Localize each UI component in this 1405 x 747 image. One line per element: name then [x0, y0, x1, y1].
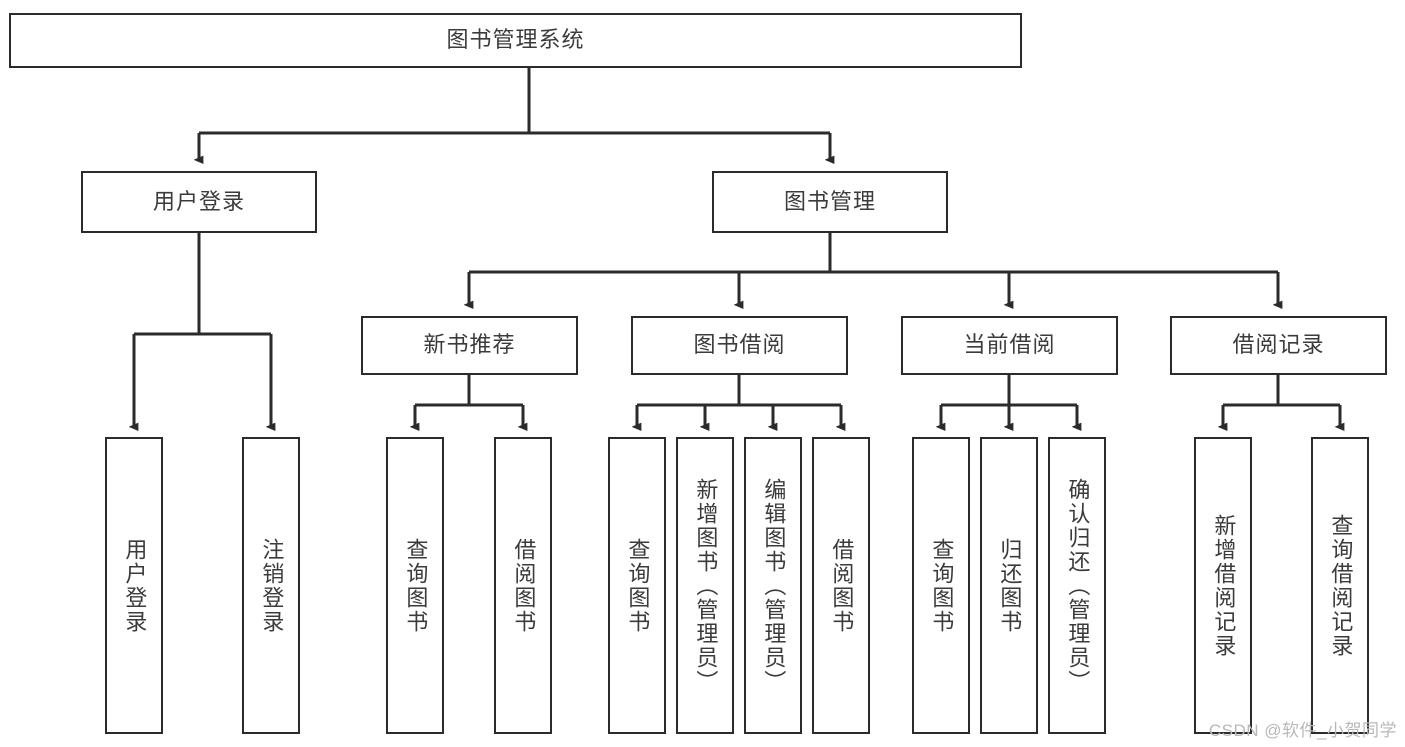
- node-borrow-record[interactable]: 借阅记录: [1170, 316, 1387, 375]
- node-leaf-query-record[interactable]: 查询借阅记录: [1311, 437, 1369, 734]
- node-label: 图书借阅: [693, 332, 786, 358]
- node-label: 查询图书: [403, 537, 429, 634]
- node-book-borrow[interactable]: 图书借阅: [631, 316, 848, 375]
- node-label: 借阅记录: [1232, 332, 1325, 358]
- node-label: 确认归还（管理员）: [1065, 477, 1091, 694]
- node-leaf-add-record[interactable]: 新增借阅记录: [1194, 437, 1252, 734]
- node-label: 查询图书: [625, 537, 651, 634]
- node-label: 新增借阅记录: [1211, 513, 1237, 658]
- node-leaf-user-logout[interactable]: 注销登录: [242, 437, 300, 734]
- node-root-book-management-system[interactable]: 图书管理系统: [9, 13, 1022, 68]
- node-leaf-user-login[interactable]: 用户登录: [105, 437, 163, 734]
- node-label: 编辑图书（管理员）: [761, 477, 787, 694]
- node-leaf-borrow-book-1[interactable]: 借阅图书: [494, 437, 552, 734]
- node-leaf-borrow-book-2[interactable]: 借阅图书: [812, 437, 870, 734]
- node-user-login[interactable]: 用户登录: [81, 171, 317, 233]
- node-current-borrow[interactable]: 当前借阅: [901, 316, 1118, 375]
- node-leaf-return-book[interactable]: 归还图书: [980, 437, 1038, 734]
- node-leaf-confirm-return[interactable]: 确认归还（管理员）: [1048, 437, 1106, 734]
- node-leaf-edit-book[interactable]: 编辑图书（管理员）: [744, 437, 802, 734]
- node-leaf-query-book-3[interactable]: 查询图书: [912, 437, 970, 734]
- node-leaf-query-book-1[interactable]: 查询图书: [386, 437, 444, 734]
- node-label: 借阅图书: [829, 537, 855, 634]
- node-leaf-query-book-2[interactable]: 查询图书: [608, 437, 666, 734]
- node-label: 注销登录: [259, 537, 285, 634]
- node-label: 用户登录: [122, 537, 148, 634]
- node-label: 图书管理系统: [446, 27, 585, 53]
- node-label: 查询图书: [929, 537, 955, 634]
- node-label: 当前借阅: [963, 332, 1056, 358]
- node-leaf-add-book[interactable]: 新增图书（管理员）: [676, 437, 734, 734]
- node-label: 查询借阅记录: [1328, 513, 1354, 658]
- node-label: 图书管理: [783, 188, 876, 214]
- node-label: 新书推荐: [423, 332, 516, 358]
- node-label: 新增图书（管理员）: [693, 477, 719, 694]
- node-label: 借阅图书: [511, 537, 537, 634]
- node-book-management[interactable]: 图书管理: [712, 171, 948, 233]
- csdn-watermark: CSDN @软件_小贺同学: [1208, 721, 1397, 740]
- node-new-book-recommend[interactable]: 新书推荐: [361, 316, 578, 375]
- node-label: 用户登录: [152, 188, 245, 214]
- node-label: 归还图书: [997, 537, 1023, 634]
